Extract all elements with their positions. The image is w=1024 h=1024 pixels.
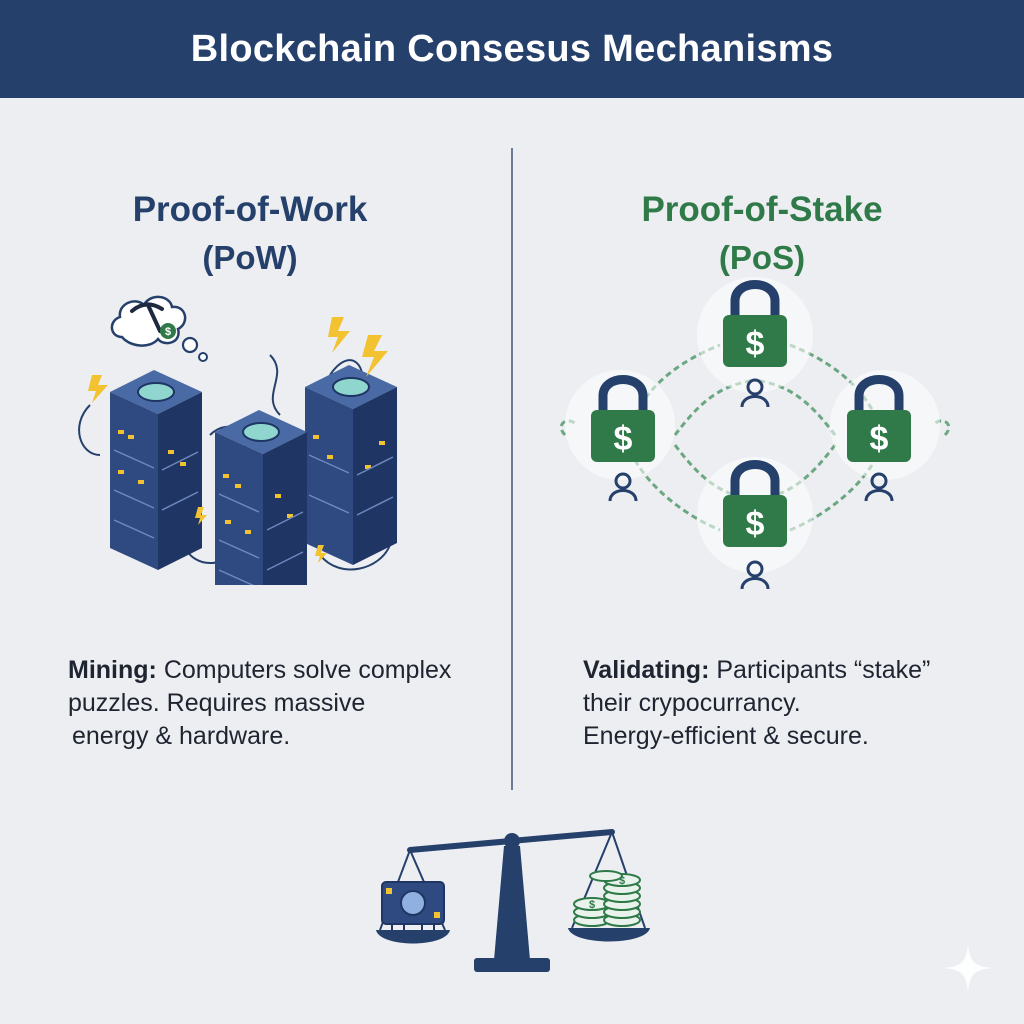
svg-text:$: $ [870, 420, 889, 458]
svg-text:$: $ [619, 875, 625, 887]
pow-line-3: energy & hardware. [72, 722, 291, 750]
pow-abbreviation: (PoW) [202, 239, 298, 276]
person-icon [864, 472, 894, 502]
processor-chip-icon [381, 881, 445, 930]
server-rack-icon [305, 365, 397, 565]
pow-line-1: Computers solve complex [163, 656, 452, 684]
pow-line-2: puzzles. Requires massive [68, 689, 366, 717]
coin-stack-icon: $ $ [573, 870, 641, 927]
svg-text:$: $ [746, 325, 765, 363]
pickaxe-icon [130, 302, 164, 333]
pow-title: Proof-of-Work (PoW) [0, 186, 500, 282]
padlock-dollar-icon: $ [723, 460, 787, 547]
pow-description: Mining: Computers solve complex puzzles.… [68, 654, 488, 753]
thought-bubble-icon: $ [110, 295, 208, 362]
pos-line-2: their crypocurrancy. [583, 689, 801, 717]
server-rack-icon [215, 410, 307, 585]
column-divider [511, 148, 513, 790]
svg-text:$: $ [589, 899, 595, 911]
coin-icon: $ [160, 323, 176, 339]
sparkle-icon [944, 944, 992, 992]
balance-scale-icon: $ $ [376, 829, 650, 972]
person-icon [608, 472, 638, 502]
pos-title: Proof-of-Stake (PoS) [512, 186, 1012, 282]
header-banner: Blockchain Consesus Mechanisms [0, 0, 1024, 98]
svg-text:$: $ [614, 420, 633, 458]
padlock-dollar-icon: $ [723, 280, 787, 367]
svg-text:$: $ [165, 326, 171, 338]
pos-abbreviation: (PoS) [718, 239, 806, 276]
lightning-icon [88, 317, 388, 563]
person-icon [740, 378, 770, 408]
server-rack-icon [110, 370, 202, 570]
page-title: Blockchain Consesus Mechanisms [190, 27, 834, 70]
padlock-dollar-icon: $ [591, 375, 655, 462]
pos-description: Validating: Participants “stake” their c… [583, 654, 983, 753]
pos-line-3: Energy-efficient & secure. [583, 722, 869, 750]
pos-term: Validating: [583, 656, 710, 684]
pos-illustration: $ $ $ $ [559, 277, 951, 590]
pow-illustration: $ [78, 295, 397, 585]
pos-line-1: Participants “stake” [716, 656, 931, 684]
pow-title-text: Proof-of-Work [132, 190, 368, 229]
svg-text:$: $ [746, 505, 765, 543]
pos-title-text: Proof-of-Stake [641, 190, 883, 229]
person-icon [740, 560, 770, 590]
pow-term: Mining: [68, 656, 157, 684]
padlock-dollar-icon: $ [847, 375, 911, 462]
